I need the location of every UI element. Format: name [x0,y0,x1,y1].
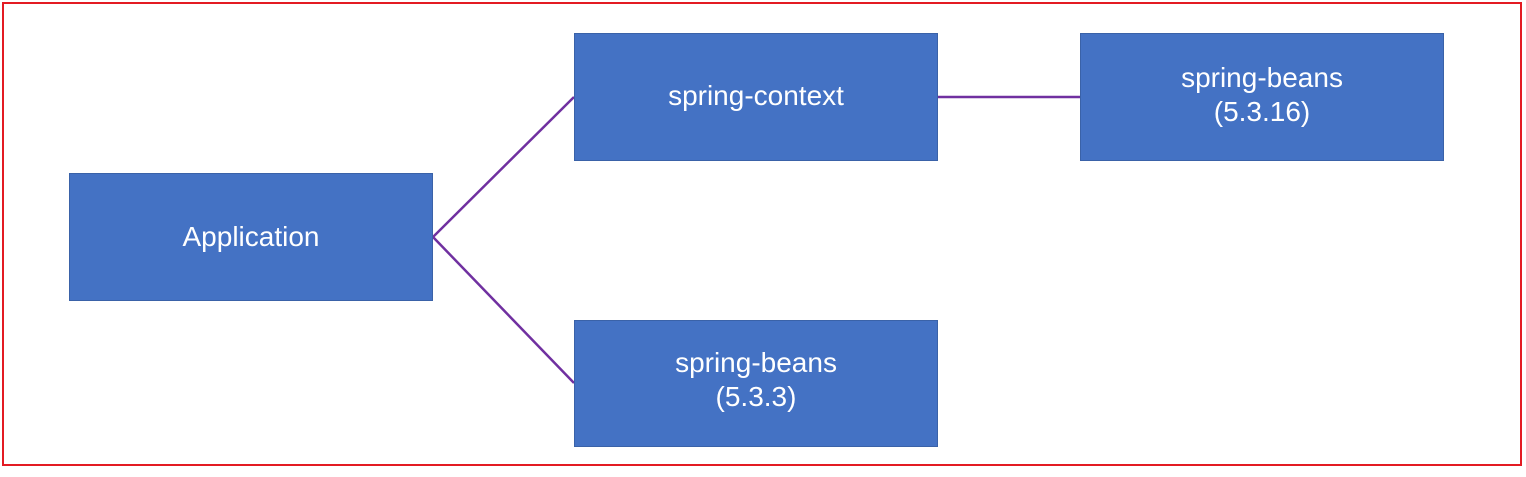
node-spring-beans-old-version: (5.3.3) [715,381,797,412]
connector-application-to-spring-beans-old [432,236,575,384]
node-spring-beans-old: spring-beans (5.3.3) [574,320,938,447]
node-application: Application [69,173,433,301]
node-application-label: Application [182,221,320,252]
connector-application-to-spring-context [432,96,575,238]
node-spring-context: spring-context [574,33,938,161]
node-spring-beans-new: spring-beans (5.3.16) [1080,33,1444,161]
node-spring-context-label: spring-context [668,80,844,111]
node-spring-beans-new-version: (5.3.16) [1213,96,1311,127]
node-spring-beans-old-name: spring-beans [675,347,837,378]
node-spring-beans-new-name: spring-beans [1181,62,1343,93]
red-frame [2,2,1522,466]
